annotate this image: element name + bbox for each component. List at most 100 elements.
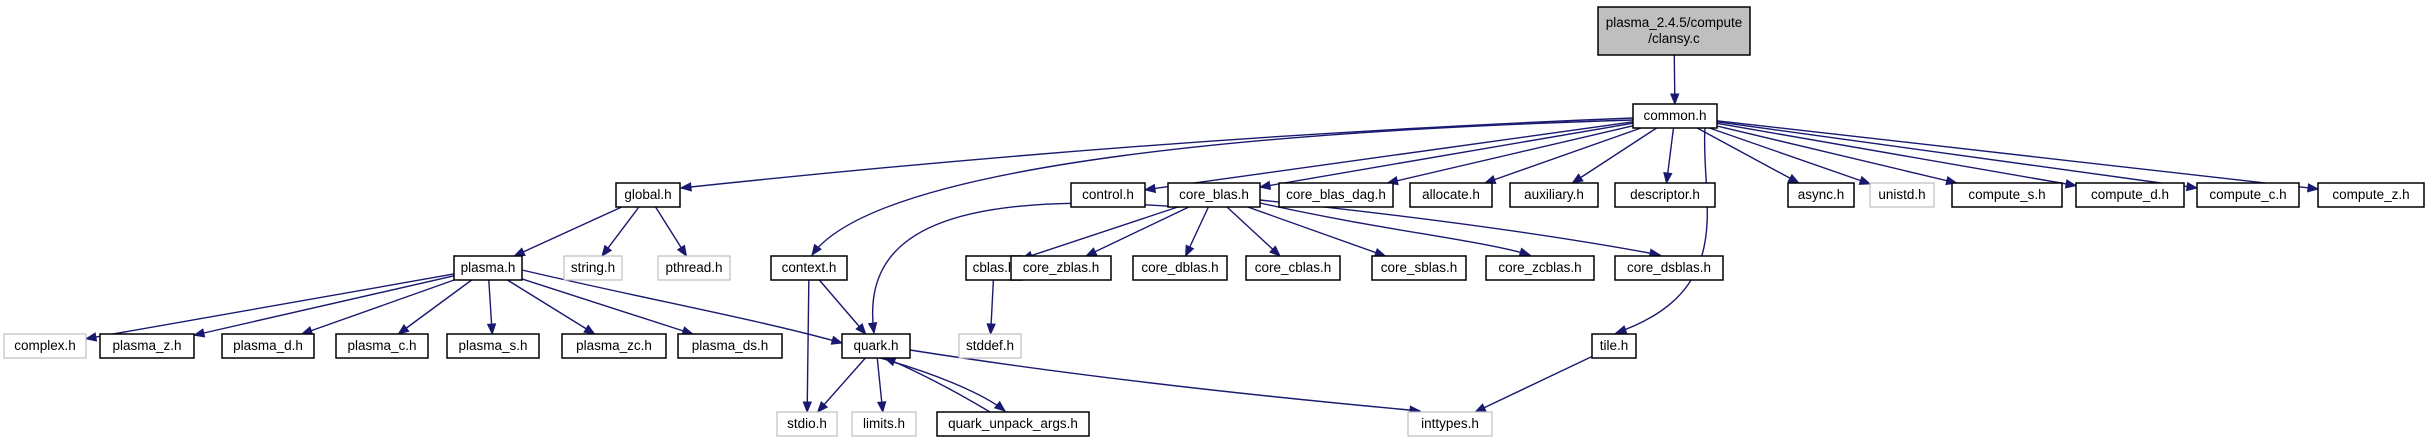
node-limits: limits.h <box>851 411 917 437</box>
node-core_blas[interactable]: core_blas.h <box>1167 182 1261 208</box>
node-core_dblas-label-0: core_dblas.h <box>1141 260 1218 275</box>
node-complex-label-0: complex.h <box>14 338 76 353</box>
edge-common-to-control <box>1143 121 1634 194</box>
node-context[interactable]: context.h <box>770 255 848 281</box>
node-core_zblas-label-0: core_zblas.h <box>1023 260 1100 275</box>
edge-quark-to-limits <box>876 357 887 414</box>
node-core_sblas-label-0: core_sblas.h <box>1381 260 1458 275</box>
node-core_blas_dag-label-0: core_blas_dag.h <box>1286 187 1386 202</box>
node-async[interactable]: async.h <box>1787 182 1855 208</box>
edge-core_blas-to-core_dsblas <box>1259 199 1662 258</box>
node-inttypes-label-0: inttypes.h <box>1421 416 1479 431</box>
node-plasma_s[interactable]: plasma_s.h <box>446 333 540 359</box>
node-complex: complex.h <box>3 333 87 359</box>
edge-common-to-async <box>1696 127 1801 184</box>
edge-layer <box>84 54 2320 415</box>
edge-common-to-core_blas_dag <box>1386 125 1634 186</box>
node-plasma_c-label-0: plasma_c.h <box>347 338 416 353</box>
node-core_dsblas[interactable]: core_dsblas.h <box>1614 255 1724 281</box>
node-core_zblas[interactable]: core_zblas.h <box>1010 255 1112 281</box>
node-plasma_z-label-0: plasma_z.h <box>112 338 181 353</box>
edge-core_blas-to-core_zblas <box>1084 206 1190 257</box>
node-core_dsblas-label-0: core_dsblas.h <box>1627 260 1711 275</box>
node-core_dblas[interactable]: core_dblas.h <box>1132 255 1228 281</box>
node-limits-label-0: limits.h <box>863 416 905 431</box>
edge-plasma-to-plasma_ds <box>521 278 695 336</box>
node-plasma_z[interactable]: plasma_z.h <box>99 333 195 359</box>
node-plasma[interactable]: plasma.h <box>453 255 523 281</box>
edge-common-to-context <box>811 119 1634 257</box>
node-plasma_zc[interactable]: plasma_zc.h <box>561 333 667 359</box>
node-global-label-0: global.h <box>624 187 671 202</box>
edge-common-to-global <box>679 117 1634 192</box>
edge-core_blas-to-core_sblas <box>1247 206 1387 257</box>
edge-plasma-to-plasma_zc <box>507 279 596 335</box>
node-quark-label-0: quark.h <box>853 338 898 353</box>
node-core_cblas-label-0: core_cblas.h <box>1255 260 1332 275</box>
node-common[interactable]: common.h <box>1632 103 1718 129</box>
node-compute_d[interactable]: compute_d.h <box>2075 182 2185 208</box>
node-control[interactable]: control.h <box>1070 182 1146 208</box>
node-global[interactable]: global.h <box>615 182 681 208</box>
edge-context-to-stdio <box>802 279 813 414</box>
node-core_blas-label-0: core_blas.h <box>1179 187 1249 202</box>
node-core_zcblas[interactable]: core_zcblas.h <box>1485 255 1595 281</box>
node-allocate[interactable]: allocate.h <box>1409 182 1493 208</box>
node-plasma_c[interactable]: plasma_c.h <box>335 333 429 359</box>
edge-cblas-to-stddef <box>986 279 996 336</box>
node-core_sblas[interactable]: core_sblas.h <box>1371 255 1467 281</box>
node-control-label-0: control.h <box>1082 187 1134 202</box>
node-descriptor[interactable]: descriptor.h <box>1614 182 1716 208</box>
edge-plasma-to-plasma_s <box>486 279 497 336</box>
node-pthread-label-0: pthread.h <box>665 260 722 275</box>
node-plasma-label-0: plasma.h <box>461 260 516 275</box>
edge-quark-to-inttypes <box>909 349 1422 415</box>
edge-quark_unpack-to-quark <box>883 357 991 413</box>
node-pthread: pthread.h <box>657 255 731 281</box>
node-inttypes: inttypes.h <box>1407 411 1493 437</box>
node-compute_c[interactable]: compute_c.h <box>2196 182 2300 208</box>
node-auxiliary[interactable]: auxiliary.h <box>1509 182 1599 208</box>
node-common-label-0: common.h <box>1643 108 1706 123</box>
edge-global-to-string <box>601 206 640 258</box>
edge-root-to-common <box>1669 54 1680 106</box>
edge-global-to-pthread <box>654 206 688 258</box>
node-plasma_d[interactable]: plasma_d.h <box>221 333 315 359</box>
node-core_cblas[interactable]: core_cblas.h <box>1245 255 1341 281</box>
edge-common-to-unistd <box>1709 127 1872 185</box>
node-core_zcblas-label-0: core_zcblas.h <box>1498 260 1581 275</box>
node-plasma_s-label-0: plasma_s.h <box>458 338 527 353</box>
edge-common-to-compute_d <box>1716 122 2078 189</box>
node-plasma_d-label-0: plasma_d.h <box>233 338 303 353</box>
node-compute_s[interactable]: compute_s.h <box>1951 182 2063 208</box>
edge-plasma-to-complex <box>84 273 455 342</box>
node-compute_c-label-0: compute_c.h <box>2209 187 2286 202</box>
node-root-label-0: plasma_2.4.5/compute <box>1606 15 1743 30</box>
node-layer: plasma_2.4.5/compute/clansy.c common.h glo… <box>3 6 2425 437</box>
edge-core_blas-to-core_zcblas <box>1259 202 1532 257</box>
edge-core_blas-to-core_cblas <box>1226 206 1282 257</box>
node-tile-label-0: tile.h <box>1600 338 1629 353</box>
node-plasma_ds[interactable]: plasma_ds.h <box>677 333 783 359</box>
node-core_blas_dag[interactable]: core_blas_dag.h <box>1278 182 1394 208</box>
node-quark_unpack[interactable]: quark_unpack_args.h <box>936 411 1090 437</box>
edge-core_blas-to-cblas <box>1020 206 1179 260</box>
node-stddef: stddef.h <box>958 333 1022 359</box>
edge-common-to-allocate <box>1483 127 1642 184</box>
edge-common-to-compute_z <box>1716 120 2320 193</box>
edge-tile-to-inttypes <box>1474 355 1593 413</box>
node-unistd: unistd.h <box>1869 182 1935 208</box>
node-quark[interactable]: quark.h <box>841 333 911 359</box>
node-root-label-1: /clansy.c <box>1648 31 1700 46</box>
node-stdio-label-0: stdio.h <box>787 416 827 431</box>
node-descriptor-label-0: descriptor.h <box>1630 187 1700 202</box>
edge-common-to-descriptor <box>1663 127 1675 185</box>
node-compute_z[interactable]: compute_z.h <box>2317 182 2425 208</box>
node-tile[interactable]: tile.h <box>1591 333 1637 359</box>
node-string: string.h <box>563 255 623 281</box>
node-compute_d-label-0: compute_d.h <box>2091 187 2169 202</box>
node-stdio: stdio.h <box>776 411 838 437</box>
edge-common-to-core_blas <box>1258 122 1634 191</box>
node-root[interactable]: plasma_2.4.5/compute/clansy.c <box>1597 6 1751 56</box>
